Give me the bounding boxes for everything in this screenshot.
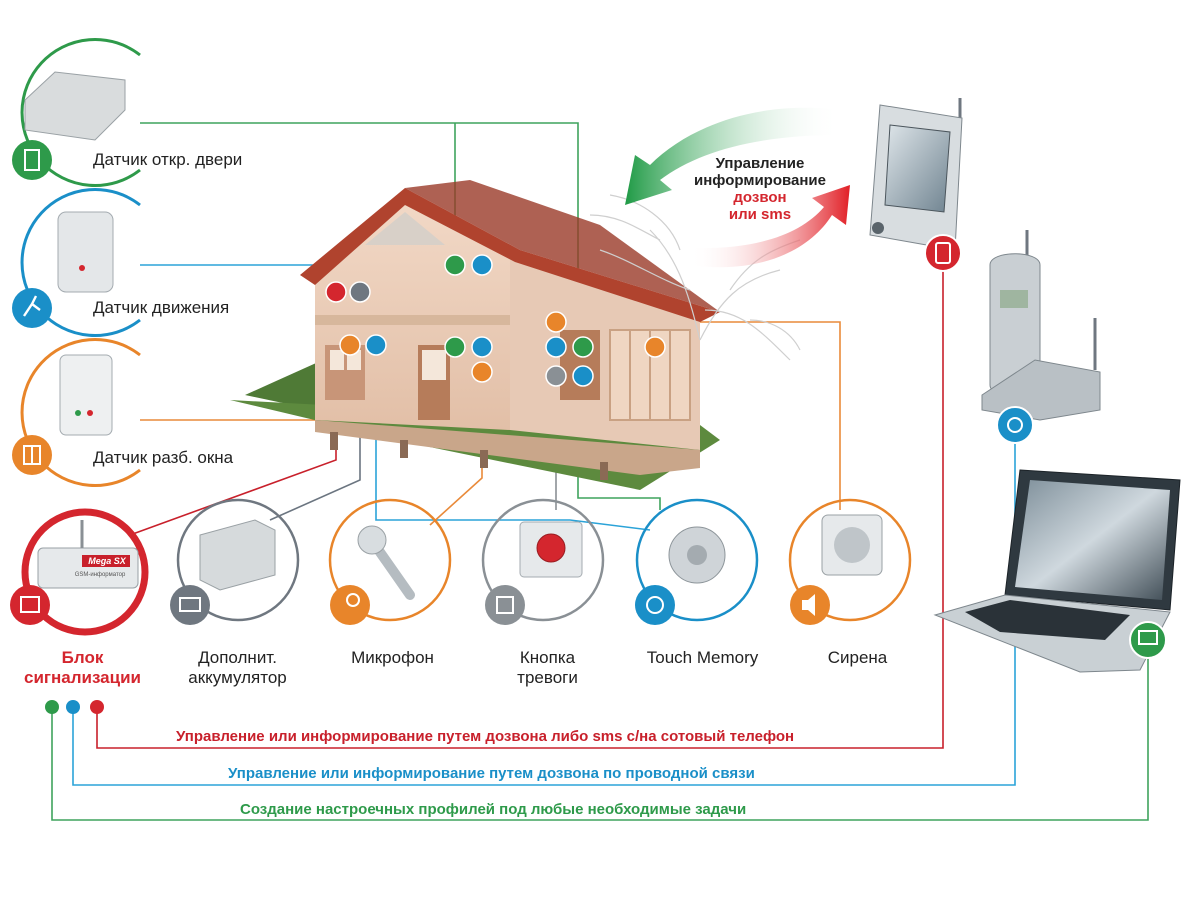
panic-badge-icon — [545, 365, 567, 387]
door-badge-icon — [444, 336, 466, 358]
window-sensor-node[interactable] — [12, 338, 141, 487]
door-sensor-image — [24, 71, 126, 141]
landline-device — [981, 230, 1101, 444]
panic-button-node[interactable] — [481, 498, 605, 625]
siren-badge-icon — [545, 311, 567, 333]
house-badges — [325, 254, 666, 387]
battery-label: Дополнит. аккумулятор — [165, 648, 310, 688]
alarm-unit-badge-text: Mega SX — [88, 556, 126, 566]
panic-button-label-line2: тревоги — [517, 668, 578, 687]
panic-button-label-line1: Кнопка — [519, 648, 576, 667]
window-sensor-label: Датчик разб. окна — [93, 448, 234, 467]
battery-image — [199, 519, 276, 591]
touch-memory-node[interactable] — [635, 498, 759, 625]
motion-badge-icon — [545, 336, 567, 358]
alarm-unit-label-line1: Блок — [61, 648, 104, 667]
motion-sensor-label: Датчик движения — [93, 298, 230, 317]
control-text-line3: дозвон — [733, 189, 787, 206]
landline-icon — [996, 406, 1034, 444]
legend-blue: Управление или информирование путем дозв… — [228, 765, 755, 782]
door-icon — [12, 140, 52, 180]
door-sensor-node[interactable] — [12, 38, 141, 187]
legend-green: Создание настроечных профилей под любые … — [240, 801, 747, 818]
microphone-node[interactable] — [328, 498, 452, 625]
microphone-label: Микрофон — [351, 648, 434, 667]
window-badge-icon — [339, 334, 361, 356]
battery-label-line1: Дополнит. — [198, 648, 277, 667]
running-man-icon — [12, 288, 52, 328]
microphone-badge-icon — [471, 361, 493, 383]
door-badge-icon — [444, 254, 466, 276]
motion-badge-icon — [471, 254, 493, 276]
alarm-unit-sub-text: GSM-информатор — [74, 572, 126, 578]
alarm-unit-icon — [10, 585, 50, 625]
touch-memory-label: Touch Memory — [646, 648, 759, 667]
alarm-unit-image — [37, 547, 139, 589]
control-text-line4: или sms — [728, 206, 792, 223]
battery-badge-icon — [349, 281, 371, 303]
cellphone-device — [869, 98, 963, 272]
red-connector-dot — [90, 700, 104, 714]
laptop-device — [933, 469, 1181, 673]
wire-door-sensor — [140, 122, 661, 510]
control-text: Управление информирование дозвон или sms — [680, 155, 840, 223]
control-text-line1: Управление — [715, 155, 805, 172]
window-sensor-image — [59, 354, 113, 436]
window-badge-icon — [644, 336, 666, 358]
motion-sensor-node[interactable] — [12, 188, 141, 337]
motion-badge-icon — [471, 336, 493, 358]
motion-badge-icon — [365, 334, 387, 356]
cellphone-icon — [924, 234, 962, 272]
battery-icon — [170, 585, 210, 625]
blue-connector-dot — [66, 700, 80, 714]
door-badge-icon — [572, 336, 594, 358]
control-text-line2: информирование — [694, 172, 826, 189]
alarm-unit-label: Блок сигнализации — [10, 648, 155, 688]
house-illustration — [230, 180, 720, 490]
siren-node[interactable] — [788, 498, 912, 625]
green-arrow — [625, 107, 840, 205]
panic-button-label: Кнопка тревоги — [475, 648, 620, 688]
siren-label: Сирена — [827, 648, 888, 667]
alarm-unit-badge-icon — [325, 281, 347, 303]
alarm-unit-label-line2: сигнализации — [24, 668, 141, 687]
touch-memory-badge-icon — [572, 365, 594, 387]
door-sensor-label: Датчик откр. двери — [93, 150, 243, 169]
battery-node[interactable] — [170, 498, 300, 625]
touch-key-icon — [635, 585, 675, 625]
battery-label-line2: аккумулятор — [188, 668, 287, 687]
wire-cellphone — [96, 270, 944, 749]
red-arrow — [690, 185, 850, 268]
green-connector-dot — [45, 700, 59, 714]
legend-red: Управление или информирование путем дозв… — [176, 728, 795, 745]
microphone-image — [370, 540, 415, 600]
laptop-icon — [1129, 621, 1167, 659]
alarm-unit-node[interactable] — [10, 508, 149, 636]
motion-sensor-image — [57, 211, 114, 293]
control-arrows — [625, 107, 850, 268]
wire-laptop — [51, 655, 1149, 821]
square-button-icon — [485, 585, 525, 625]
